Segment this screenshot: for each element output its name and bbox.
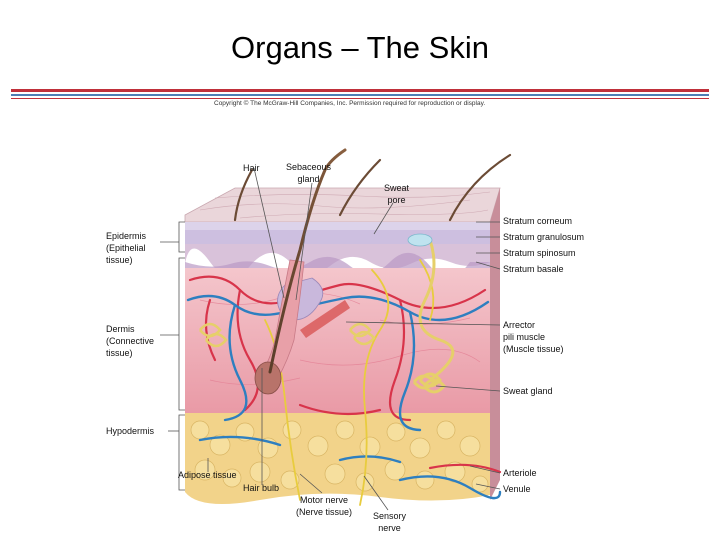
label-sweat-pore: Sweat pore: [384, 183, 410, 205]
leader-lines: [160, 167, 501, 511]
other-hairs: [233, 153, 512, 222]
label-venule: Venule: [503, 484, 531, 494]
stratum-corneum-layer: [185, 222, 490, 230]
skin-side-face: [490, 188, 500, 500]
header-rule-red-thin: [11, 98, 709, 99]
stratum-granulosum-layer: [185, 230, 490, 244]
label-adipose-tissue: Adipose tissue: [178, 470, 237, 480]
label-stratum-granulosum: Stratum granulosum: [503, 232, 585, 242]
sweat-gland: [412, 239, 455, 394]
label-hypodermis: Hypodermis: [106, 426, 155, 436]
slide-title: Organs – The Skin: [231, 30, 489, 65]
label-arrector-pili: Arrector pili muscle (Muscle tissue): [503, 320, 564, 354]
label-hair: Hair: [243, 163, 260, 173]
surface-texture: [199, 191, 491, 219]
label-stratum-basale: Stratum basale: [503, 264, 564, 274]
label-motor-nerve: Motor nerve (Nerve tissue): [296, 495, 353, 517]
label-sensory-nerve: Sensory nerve: [373, 511, 407, 533]
hair-bulb: [254, 361, 282, 395]
sweat-gland-small: [199, 322, 376, 348]
arteries: [188, 275, 502, 474]
label-stratum-corneum: Stratum corneum: [503, 216, 573, 226]
label-dermis: Dermis (Connective tissue): [106, 324, 155, 358]
label-stratum-spinosum: Stratum spinosum: [503, 248, 576, 258]
veins: [186, 294, 502, 500]
copyright-notice: Copyright © The McGraw-Hill Companies, I…: [214, 100, 486, 107]
hair-shafts: [268, 148, 347, 374]
label-epidermis: Epidermis (Epithelial tissue): [106, 231, 147, 265]
label-sebaceous-gland: Sebaceous gland: [286, 162, 332, 184]
header-rule-blue: [11, 94, 709, 96]
label-hair-bulb: Hair bulb: [243, 483, 280, 493]
label-arteriole: Arteriole: [503, 468, 537, 478]
arrector-pili-muscle: [300, 300, 350, 338]
nerves: [264, 259, 435, 506]
header-rule-red: [11, 89, 709, 92]
sweat-pore: [407, 233, 433, 247]
label-sweat-gland: Sweat gland: [503, 386, 553, 396]
